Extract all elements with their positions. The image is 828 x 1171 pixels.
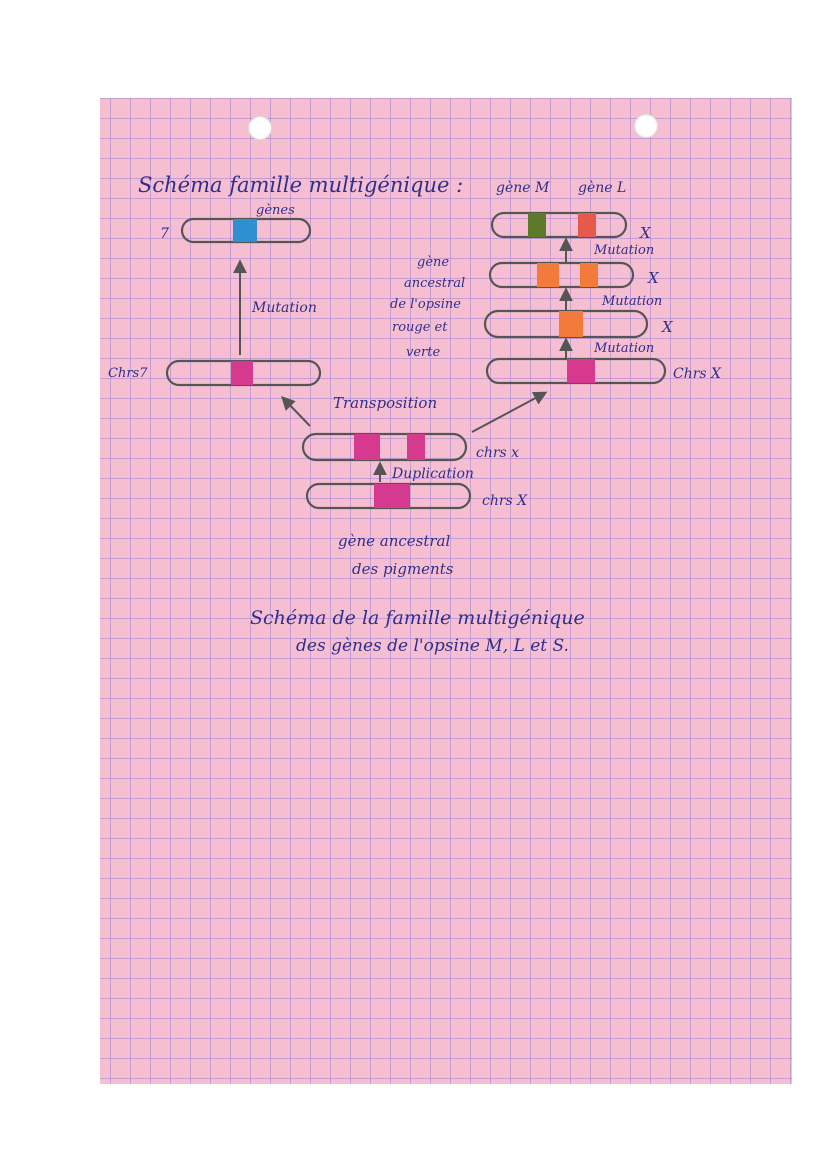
diagram-title: Schéma famille multigénique : — [138, 173, 463, 197]
genes-label: gènes — [256, 203, 295, 218]
mutation-label-r3: Mutation — [593, 341, 654, 356]
magenta-gene-segment-chrx — [567, 359, 595, 383]
mutation-label-r2: Mutation — [601, 294, 662, 309]
caption-line-2: des gènes de l'opsine M, L et S. — [296, 636, 569, 656]
gene-l-label: gène L — [578, 180, 626, 196]
orange-gene-segment-1 — [537, 263, 559, 287]
ancestral-opsin-line-3: de l'opsine — [390, 297, 461, 312]
magenta-gene-segment-chr7 — [231, 361, 253, 385]
x-mark-1: X — [639, 224, 652, 242]
ancestral-opsin-line-5: verte — [406, 345, 440, 360]
chromosome-x-two-orange — [488, 261, 635, 289]
ancestral-opsin-line-4: rouge et — [392, 320, 448, 335]
graph-paper-sheet — [100, 98, 792, 1084]
transposition-arrow-left — [281, 395, 311, 427]
orange-gene-segment-3 — [559, 311, 583, 337]
magenta-gene-segment-ancestral — [374, 484, 410, 508]
chromosome-x-gene-m-l — [490, 211, 628, 239]
gene-m-label: gène M — [496, 180, 550, 196]
punch-hole-right — [634, 114, 658, 138]
transposition-arrow-right — [471, 391, 548, 433]
chrs-x-label-mid: chrs x — [476, 445, 519, 461]
punch-hole-left — [248, 116, 272, 140]
chromosome-x-duplicated — [301, 432, 468, 462]
chromosome-7-number: 7 — [160, 226, 169, 242]
chrs-x-label-bottom: chrs X — [482, 493, 528, 509]
ancestral-pigments-line-1: gène ancestral — [338, 532, 451, 550]
chrs7-label: Chrs7 — [108, 366, 148, 381]
x-mark-3: X — [661, 318, 674, 336]
magenta-gene-segment-dup-1 — [354, 434, 380, 460]
red-gene-l-segment — [578, 213, 596, 237]
blue-gene-segment — [233, 219, 257, 242]
duplication-label: Duplication — [391, 466, 474, 482]
mutation-label-r1: Mutation — [593, 243, 654, 258]
magenta-gene-segment-dup-2 — [407, 434, 425, 460]
orange-gene-segment-2 — [580, 263, 598, 287]
chrs-x-label-right: Chrs X — [673, 366, 722, 382]
mutation-label-left: Mutation — [251, 300, 317, 316]
ancestral-opsin-line-1: gène — [417, 255, 449, 270]
x-mark-2: X — [647, 269, 660, 287]
green-gene-m-segment — [528, 213, 546, 237]
ancestral-pigments-line-2: des pigments — [352, 560, 454, 578]
ancestral-opsin-line-2: ancestral — [404, 276, 465, 291]
caption-line-1: Schéma de la famille multigénique — [250, 607, 585, 629]
transposition-label: Transposition — [333, 394, 437, 412]
